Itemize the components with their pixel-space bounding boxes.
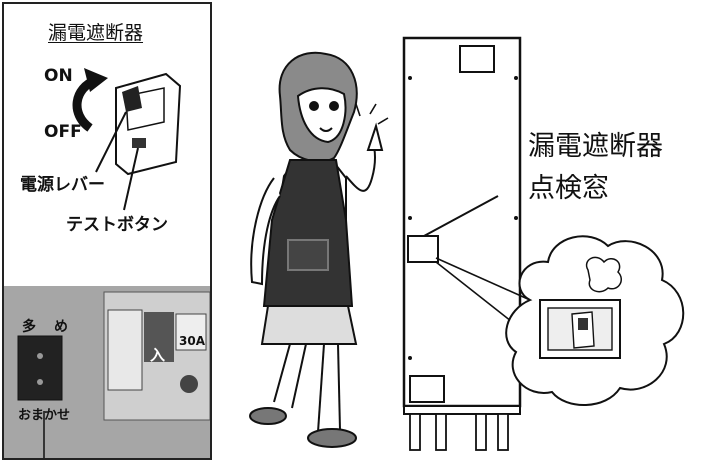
mode-label-2: め bbox=[54, 319, 68, 335]
test-button-label: テストボタン bbox=[66, 215, 168, 235]
sparkle-icon bbox=[355, 103, 389, 125]
woman-figure bbox=[249, 51, 384, 448]
breaker-lever-photo bbox=[144, 312, 174, 362]
wrench-icon bbox=[585, 256, 622, 293]
breaker-photo: 多 め おまかせ 入 30A bbox=[4, 286, 210, 458]
mode-label-1: 多 bbox=[22, 319, 36, 335]
mode-switch-photo bbox=[17, 335, 63, 401]
breaker-switch-diagram bbox=[72, 68, 182, 211]
breaker-rating: 30A bbox=[179, 334, 205, 348]
bubble-lever-icon bbox=[578, 318, 588, 330]
on-label: ON bbox=[44, 66, 73, 86]
omakase-label: おまかせ bbox=[18, 408, 71, 423]
off-label: OFF bbox=[44, 122, 82, 142]
test-button-icon bbox=[132, 138, 146, 148]
inspection-window bbox=[407, 235, 439, 263]
apron bbox=[262, 159, 354, 307]
breaker-on-text: 入 bbox=[150, 346, 166, 364]
skirt bbox=[260, 305, 358, 345]
lever-label: 電源レバー bbox=[20, 175, 105, 195]
callout-line-2: 点検窓 bbox=[528, 173, 609, 204]
callout-line-1: 漏電遮断器 bbox=[528, 131, 663, 162]
breaker-info-panel: 漏電遮断器 ON OFF 電源レバー テストボタン 多 bbox=[2, 2, 212, 460]
power-lever-icon bbox=[122, 86, 142, 112]
water-heater-unit bbox=[402, 36, 522, 451]
arrow-head-icon bbox=[84, 68, 108, 92]
panel-title: 漏電遮断器 bbox=[48, 22, 144, 44]
test-button-photo bbox=[180, 375, 198, 393]
